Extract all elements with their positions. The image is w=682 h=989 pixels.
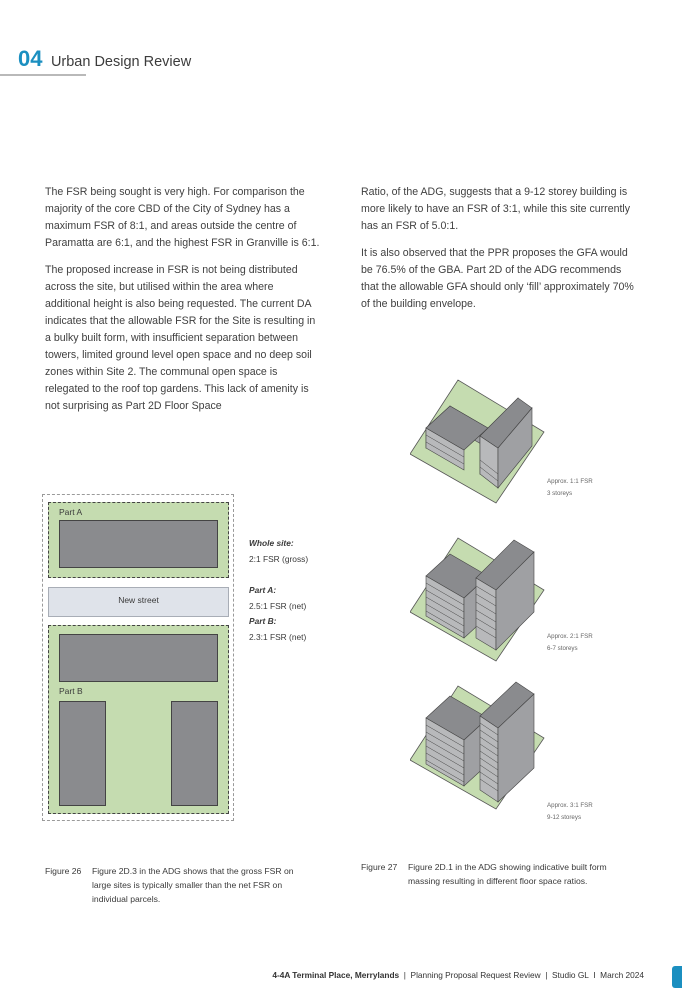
page-footer: 4-4A Terminal Place, Merrylands | Planni… [272, 970, 644, 980]
part-a-building [59, 520, 218, 568]
section-title: Urban Design Review [50, 54, 192, 70]
legend-whole-value: 2:1 FSR (gross) [249, 554, 309, 564]
caption-text: Figure 2D.1 in the ADG showing indicativ… [408, 862, 607, 886]
legend-part-b-value: 2.3:1 FSR (net) [249, 632, 307, 642]
body-column-right: Ratio, of the ADG, suggests that a 9-12 … [361, 184, 639, 323]
massing-label-3: Approx. 3:1 FSR 9-12 storeys [547, 800, 593, 824]
massing-storeys-2: 6-7 storeys [547, 645, 578, 652]
page-tab-marker [672, 966, 682, 988]
footer-separator: | [545, 970, 548, 980]
part-a-parcel: Part A [48, 502, 229, 578]
part-b-building-left [59, 701, 106, 806]
site-boundary [42, 494, 234, 821]
massing-fsr-2: Approx. 2:1 FSR [547, 633, 593, 640]
massing-diagram-2to1 [410, 537, 545, 662]
massing-fsr-3: Approx. 3:1 FSR [547, 802, 593, 809]
section-header: 04 Urban Design Review [18, 46, 191, 72]
caption-number: Figure 27 [361, 862, 398, 872]
part-b-parcel: Part B [48, 625, 229, 814]
legend-part-b-title: Part B: [249, 616, 277, 626]
new-street: New street [48, 587, 229, 617]
footer-date: March 2024 [600, 970, 644, 980]
footer-company: Studio GL [552, 970, 589, 980]
section-number: 04 [18, 46, 43, 71]
body-column-left: The FSR being sought is very high. For c… [45, 184, 320, 425]
massing-diagram-3to1 [410, 681, 545, 810]
footer-address: 4-4A Terminal Place, Merrylands [272, 970, 400, 980]
part-b-building-right [171, 701, 218, 806]
footer-separator: I [593, 970, 596, 980]
part-a-label: Part A [59, 507, 83, 517]
footer-doc-title: Planning Proposal Request Review [410, 970, 541, 980]
massing-label-1: Approx. 1:1 FSR 3 storeys [547, 476, 593, 500]
body-paragraph: Ratio, of the ADG, suggests that a 9-12 … [361, 186, 631, 232]
body-paragraph: It is also observed that the PPR propose… [361, 247, 634, 310]
header-rule [0, 74, 86, 76]
legend-part-a-title: Part A: [249, 585, 277, 595]
figure-27-caption: Figure 27 Figure 2D.1 in the ADG showing… [361, 860, 641, 892]
legend-whole-title: Whole site: [249, 538, 294, 548]
legend-part-a-value: 2.5:1 FSR (net) [249, 601, 307, 611]
street-label: New street [118, 595, 159, 605]
massing-label-2: Approx. 2:1 FSR 6-7 storeys [547, 631, 593, 655]
body-paragraph: The FSR being sought is very high. For c… [45, 186, 320, 249]
part-b-label: Part B [59, 686, 83, 696]
massing-diagram-1to1 [410, 379, 545, 504]
figure-26-site-diagram: Part A New street Part B [42, 494, 235, 822]
body-paragraph: The proposed increase in FSR is not bein… [45, 264, 316, 412]
massing-fsr-1: Approx. 1:1 FSR [547, 478, 593, 485]
figure-26-caption: Figure 26 Figure 2D.3 in the ADG shows t… [45, 864, 325, 908]
caption-number: Figure 26 [45, 866, 82, 876]
massing-storeys-3: 9-12 storeys [547, 814, 582, 821]
caption-text: Figure 2D.3 in the ADG shows that the gr… [92, 866, 294, 904]
massing-storeys-1: 3 storeys [547, 490, 573, 497]
footer-separator: | [403, 970, 406, 980]
part-b-building-top [59, 634, 218, 682]
